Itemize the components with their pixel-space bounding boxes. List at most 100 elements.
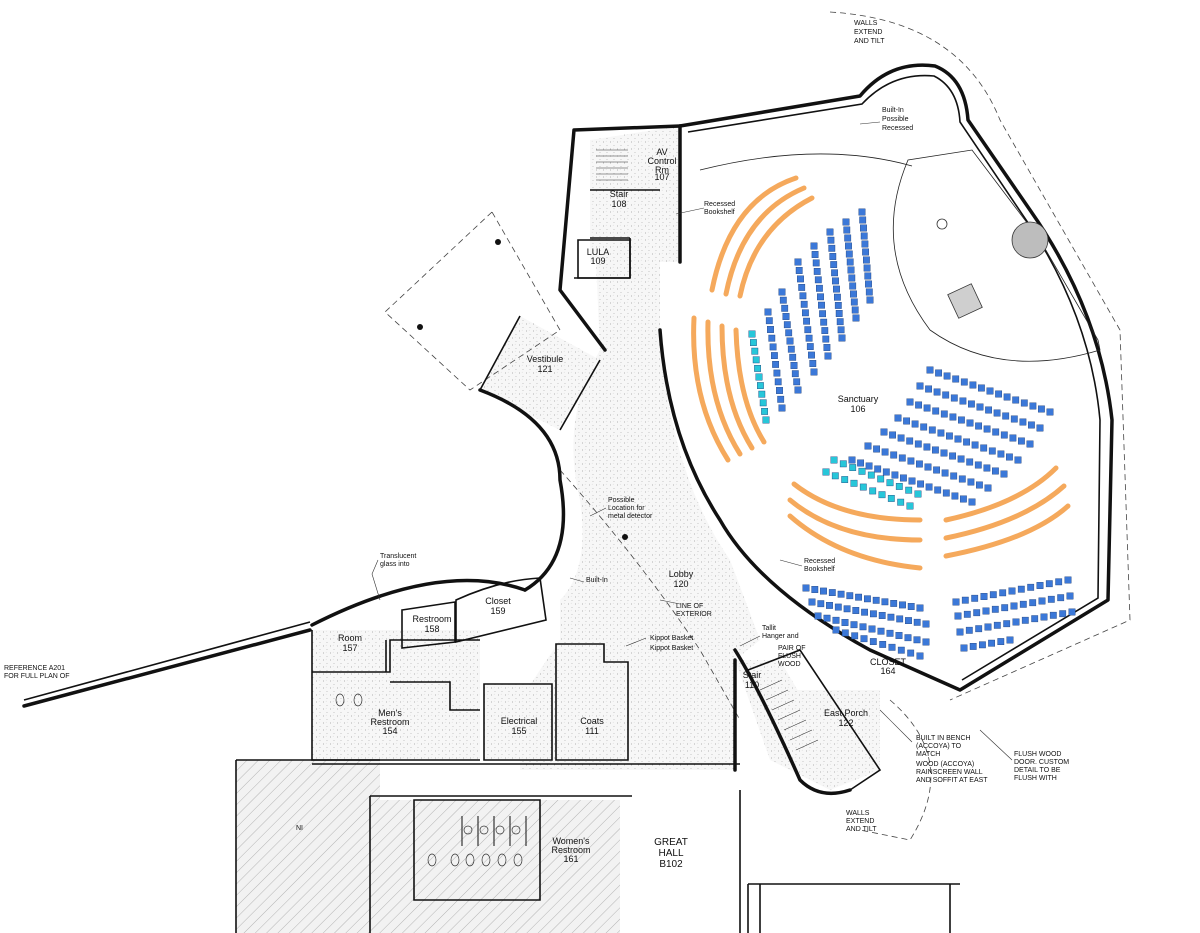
chair bbox=[988, 639, 996, 647]
electrical-floor bbox=[484, 684, 552, 760]
chair bbox=[868, 625, 876, 633]
site-dash-right bbox=[829, 11, 1131, 701]
chair bbox=[1029, 402, 1037, 410]
chair bbox=[928, 426, 936, 434]
chair bbox=[907, 649, 915, 657]
stair-110-number: 110 bbox=[745, 680, 759, 690]
chair bbox=[869, 487, 877, 495]
bench-group-bottom-right bbox=[943, 465, 1071, 559]
stair-110-name: Stair bbox=[743, 670, 762, 680]
chair bbox=[932, 446, 939, 454]
chair bbox=[795, 267, 803, 274]
chair bbox=[968, 400, 975, 408]
chair bbox=[905, 617, 912, 625]
chair bbox=[1031, 615, 1039, 623]
stair-110-treads bbox=[759, 679, 819, 751]
stair-108-name: Stair bbox=[610, 189, 629, 199]
chair bbox=[791, 370, 799, 378]
chair bbox=[966, 458, 974, 466]
av-control-number: 107 bbox=[654, 172, 669, 182]
chair bbox=[776, 387, 783, 394]
canopy-outline bbox=[384, 211, 561, 391]
chair bbox=[817, 600, 825, 608]
chair bbox=[748, 330, 756, 338]
chair bbox=[874, 465, 882, 473]
ni-label: NI bbox=[296, 825, 303, 832]
chair bbox=[934, 486, 942, 494]
stair-108-treads bbox=[596, 149, 628, 181]
east-core-wall bbox=[733, 648, 852, 796]
chair bbox=[811, 251, 819, 258]
chair bbox=[950, 394, 958, 402]
chair bbox=[832, 626, 840, 634]
sanctuary-inner-wall bbox=[687, 74, 1101, 681]
chair bbox=[969, 381, 977, 389]
womens-restroom-number: 161 bbox=[563, 854, 578, 864]
chair bbox=[958, 475, 966, 483]
chair bbox=[1003, 620, 1011, 628]
chair bbox=[767, 326, 774, 333]
chair bbox=[1009, 434, 1017, 442]
chair bbox=[822, 468, 830, 476]
chair bbox=[943, 372, 951, 380]
lobby-floor bbox=[520, 262, 760, 770]
closet-159-number: 159 bbox=[490, 606, 505, 616]
chair bbox=[839, 460, 847, 468]
chair bbox=[777, 395, 785, 403]
chair bbox=[820, 318, 828, 326]
note-kippot-basket-1: Kippot Basket bbox=[650, 635, 693, 642]
chair bbox=[834, 293, 841, 301]
chair bbox=[952, 598, 960, 606]
bimah-platform bbox=[892, 149, 1101, 362]
chair bbox=[1029, 599, 1037, 607]
chair bbox=[914, 440, 922, 448]
chair bbox=[870, 610, 877, 618]
leader-lines bbox=[371, 121, 1013, 761]
coats-box bbox=[555, 643, 629, 761]
ark-circle bbox=[1011, 221, 1049, 259]
chair bbox=[850, 298, 858, 306]
chair bbox=[864, 272, 872, 280]
chair bbox=[750, 339, 757, 346]
chair bbox=[1010, 602, 1018, 610]
chair bbox=[867, 471, 875, 479]
chair bbox=[916, 382, 924, 390]
chair bbox=[920, 423, 928, 431]
line-of-exterior bbox=[559, 469, 741, 721]
chair bbox=[954, 435, 962, 443]
chair bbox=[888, 643, 896, 651]
chair bbox=[1027, 421, 1035, 429]
bench-group-upper-left bbox=[709, 175, 815, 299]
chair bbox=[821, 327, 829, 334]
chair bbox=[794, 258, 802, 266]
chair bbox=[864, 442, 872, 450]
chair bbox=[811, 586, 819, 593]
chair bbox=[895, 483, 903, 490]
east-porch-number: 122 bbox=[838, 718, 853, 728]
chair bbox=[851, 306, 859, 314]
chair bbox=[1006, 636, 1014, 644]
chair bbox=[1001, 604, 1009, 612]
chair-rows bbox=[748, 208, 1076, 660]
chair bbox=[857, 459, 865, 467]
chair bbox=[752, 356, 760, 364]
chair bbox=[757, 382, 764, 389]
chair bbox=[984, 623, 992, 631]
chair bbox=[771, 352, 778, 359]
chair bbox=[960, 378, 968, 386]
chair bbox=[851, 632, 859, 640]
chair bbox=[958, 416, 965, 424]
chair bbox=[1020, 399, 1028, 407]
chair bbox=[887, 495, 895, 502]
sanctuary-number: 106 bbox=[850, 404, 865, 414]
chair bbox=[906, 437, 914, 445]
lula-walls bbox=[577, 239, 631, 279]
chair bbox=[836, 318, 844, 326]
chair bbox=[881, 448, 889, 456]
chair bbox=[992, 428, 1000, 436]
chair bbox=[969, 643, 977, 650]
